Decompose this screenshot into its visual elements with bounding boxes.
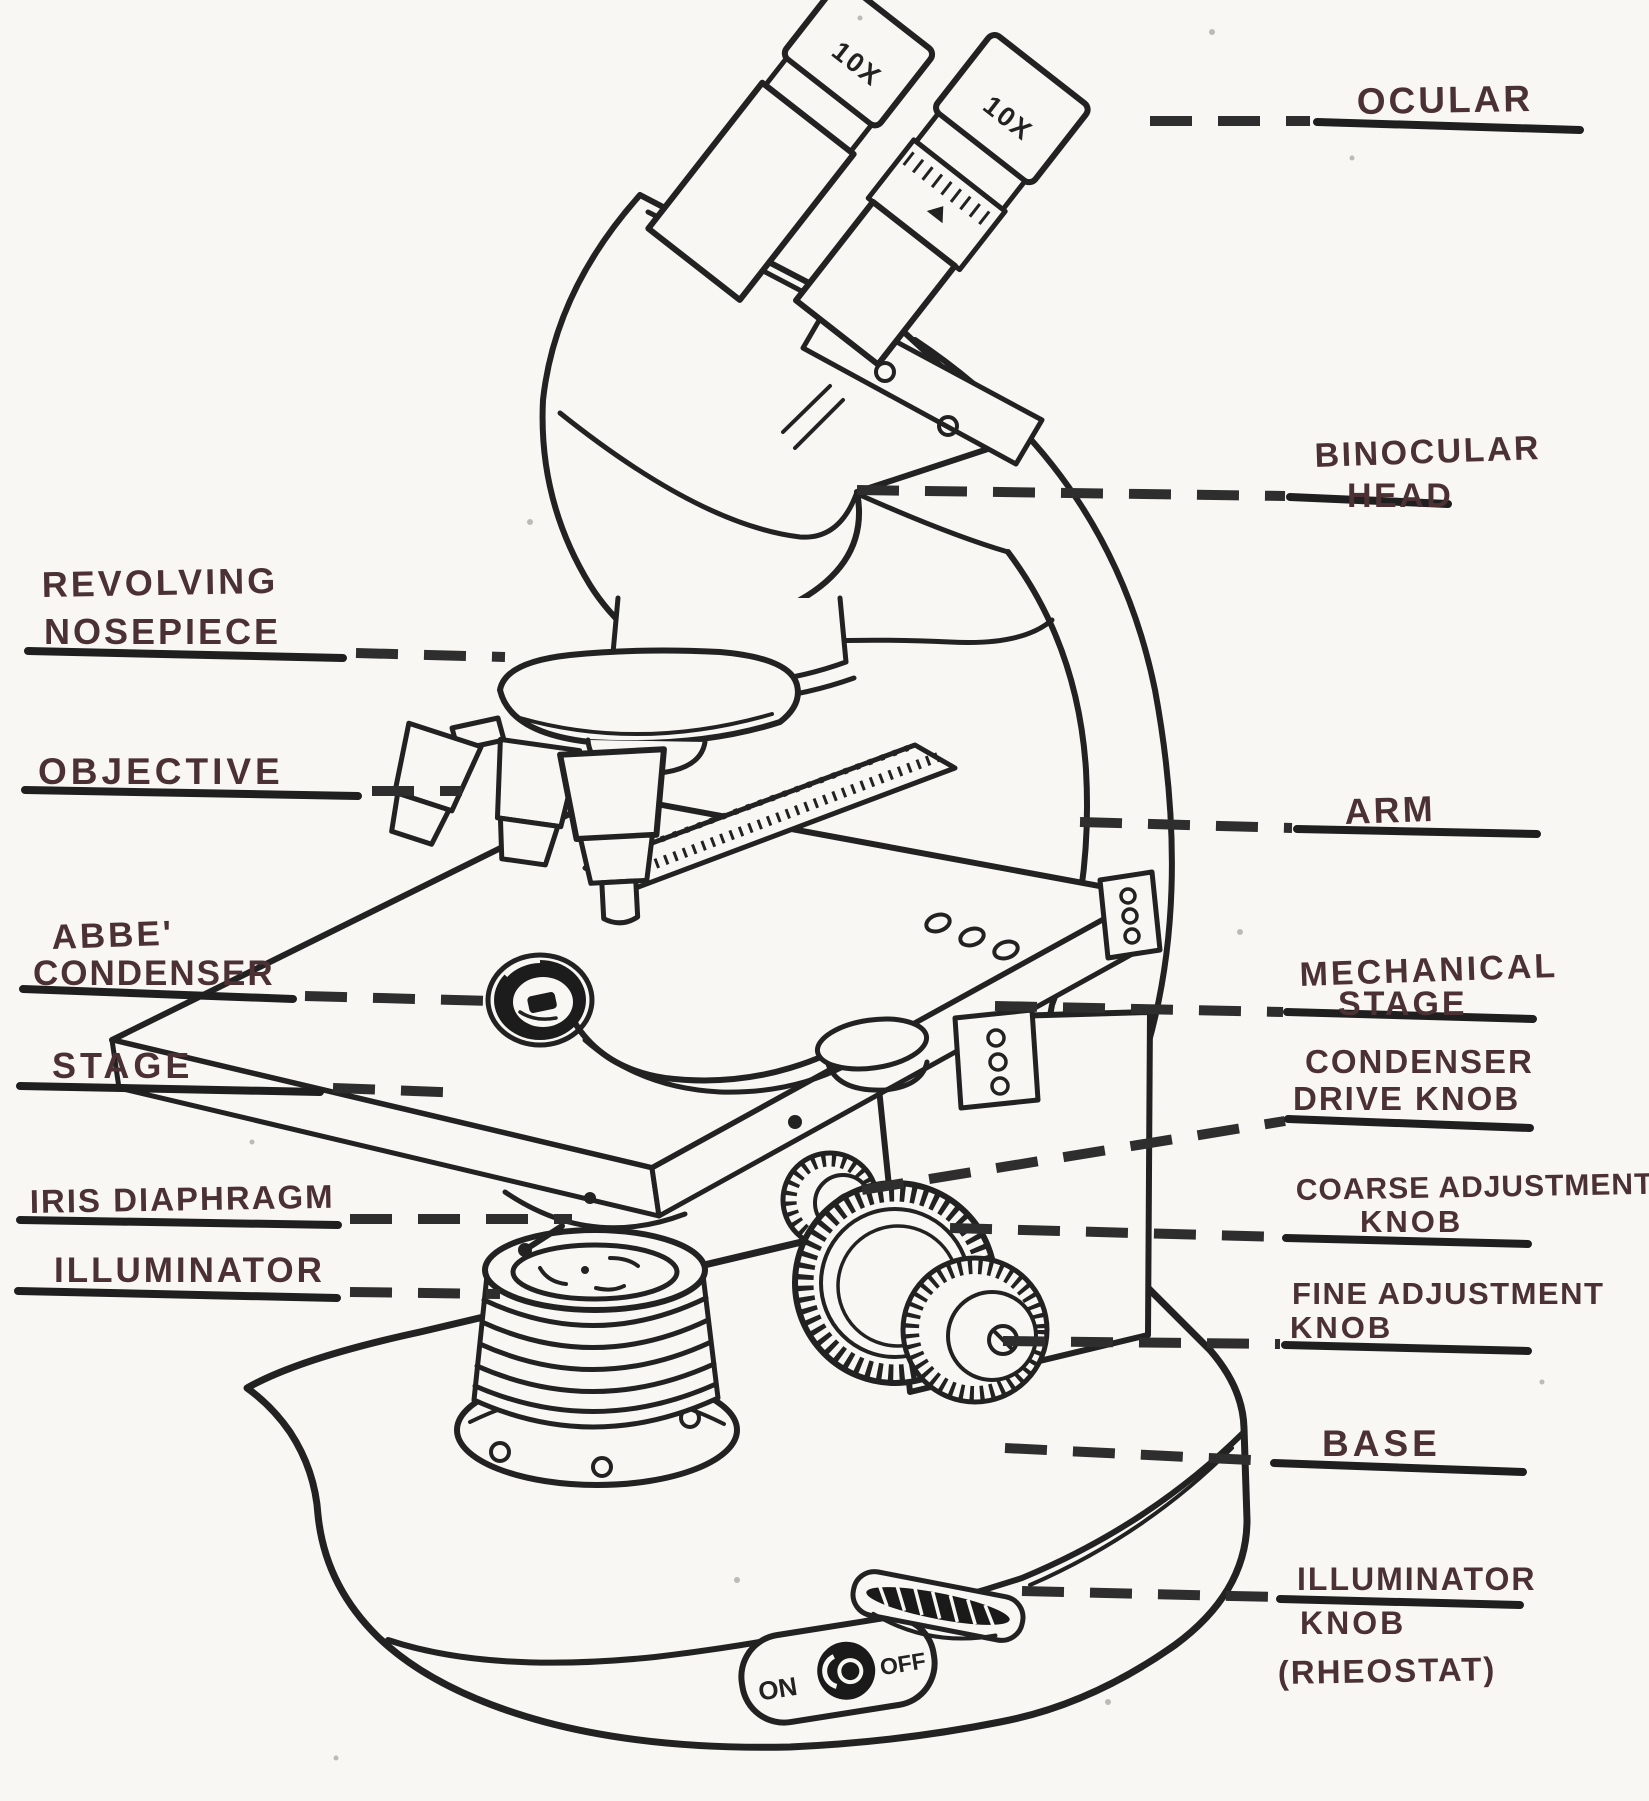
- leader-mechanical-stage: [994, 1001, 1284, 1017]
- scan-speckles: [249, 15, 1545, 1761]
- label-binocular-head-1: BINOCULAR: [1314, 429, 1542, 475]
- label-iris-diaphragm: IRIS DIAPHRAGM: [29, 1178, 334, 1220]
- illuminator-drawing: [454, 1227, 740, 1488]
- leader-illuminator: [349, 1287, 501, 1299]
- label-abbe-condenser-1: ABBE': [51, 914, 175, 957]
- label-condenser-drive-2: DRIVE KNOB: [1293, 1080, 1520, 1117]
- label-ocular: OCULAR: [1356, 78, 1533, 122]
- label-coarse-adjustment-2: KNOB: [1360, 1204, 1463, 1239]
- label-fine-adjustment-1: FINE ADJUSTMENT: [1292, 1276, 1604, 1311]
- label-mechanical-stage-1: MECHANICAL: [1299, 947, 1559, 994]
- label-binocular-head-2: HEAD: [1347, 477, 1453, 515]
- label-objective: OBJECTIVE: [38, 751, 284, 792]
- part-labels: OCULAR BINOCULAR HEAD REVOLVING NOSEPIEC…: [29, 78, 1649, 1691]
- ocular-left-tube: 10X: [645, 0, 936, 303]
- leader-binocular-head: [856, 485, 1286, 501]
- rheostat-wheel[interactable]: [848, 1568, 1027, 1652]
- label-illuminator-knob-3: (RHEOSTAT): [1277, 1650, 1496, 1691]
- diopter-scale-ticks: [902, 151, 995, 229]
- leader-base: [1004, 1443, 1271, 1466]
- objective-left: [389, 720, 484, 847]
- label-illuminator: ILLUMINATOR: [54, 1251, 325, 1290]
- label-revolving-nosepiece-1: REVOLVING: [41, 560, 278, 605]
- label-revolving-nosepiece-2: NOSEPIECE: [44, 611, 281, 652]
- leader-lines: [14, 116, 1584, 1609]
- label-stage: STAGE: [52, 1045, 193, 1086]
- power-on-label: ON: [756, 1671, 799, 1707]
- leader-revolving-nosepiece: [355, 648, 506, 662]
- leader-fine-adjustment: [1002, 1336, 1281, 1349]
- label-coarse-adjustment-1: COARSE ADJUSTMENT: [1296, 1168, 1649, 1207]
- label-mechanical-stage-2: STAGE: [1338, 985, 1468, 1023]
- label-illuminator-knob-2: KNOB: [1300, 1605, 1406, 1641]
- stage-drawing: [109, 742, 1163, 1219]
- iris-diaphragm-drawing: [502, 1189, 688, 1257]
- objective-front: [557, 746, 667, 926]
- ocular-right-tube: 10X: [793, 32, 1091, 368]
- fine-adjustment-knob-drawing[interactable]: [900, 1255, 1050, 1405]
- label-illuminator-knob-1: ILLUMINATOR: [1297, 1561, 1536, 1597]
- leader-abbe-condenser: [304, 991, 493, 1006]
- label-base: BASE: [1322, 1423, 1441, 1464]
- label-arm: ARM: [1344, 788, 1436, 832]
- power-switch[interactable]: ON OFF: [735, 1611, 940, 1728]
- label-abbe-condenser-2: CONDENSER: [33, 954, 275, 993]
- leader-coarse-adjustment: [949, 1223, 1283, 1242]
- leader-arm: [1079, 817, 1293, 833]
- label-fine-adjustment-2: KNOB: [1290, 1310, 1393, 1345]
- leader-condenser-drive-knob: [861, 1116, 1286, 1195]
- label-condenser-drive-1: CONDENSER: [1305, 1043, 1534, 1080]
- leader-illuminator-knob: [1021, 1586, 1277, 1602]
- leader-stage: [332, 1083, 469, 1098]
